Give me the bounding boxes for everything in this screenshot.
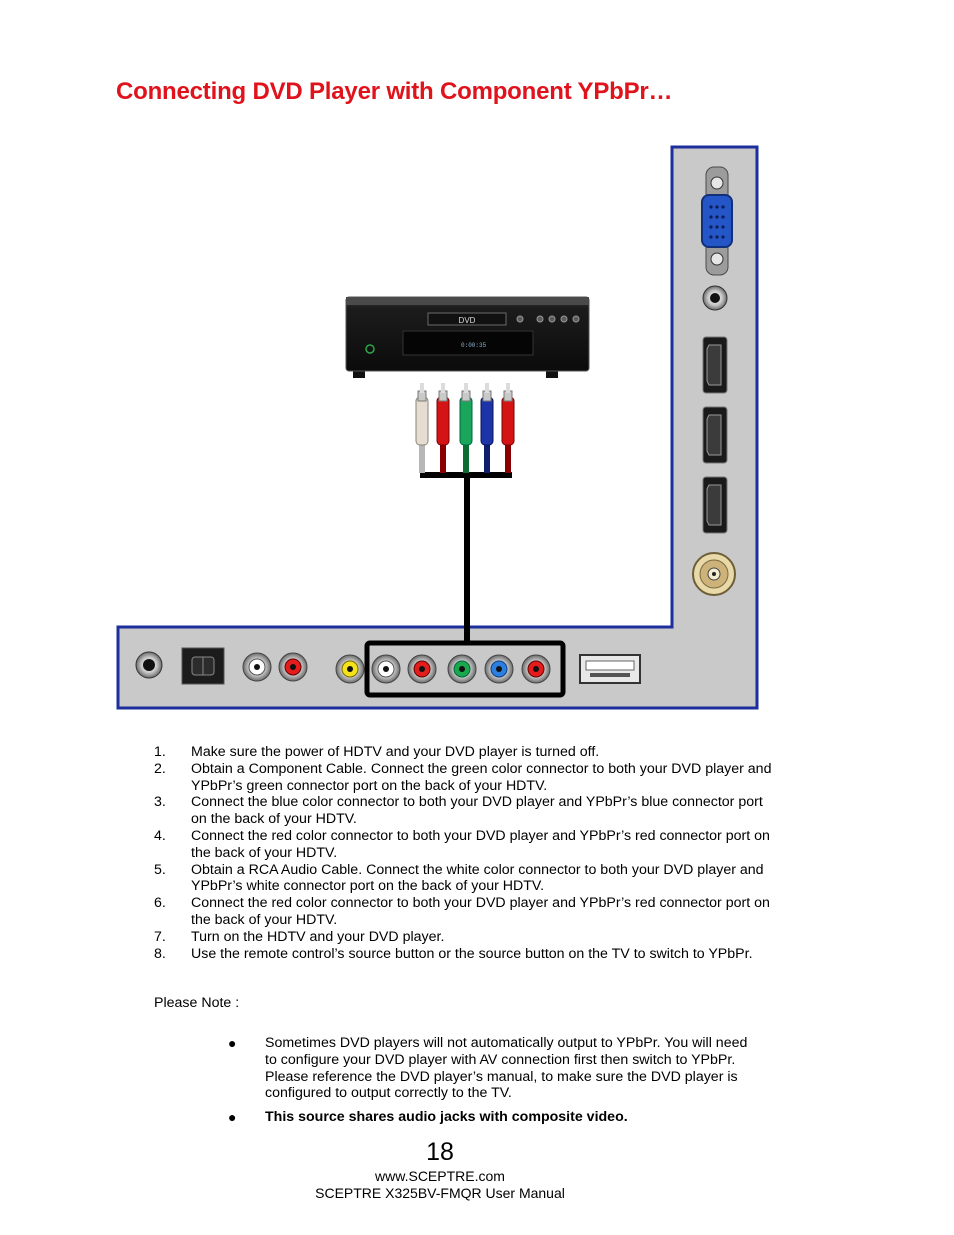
note-label: Please Note :: [154, 995, 240, 1011]
component-y-green-icon: [447, 654, 477, 684]
component-audio-white-icon: [371, 654, 401, 684]
hdmi-port-3-icon: [702, 476, 728, 534]
dvd-display-readout: 0:00:35: [461, 342, 487, 349]
optical-port-icon: [181, 647, 225, 685]
rca-plug-red-pr-icon: [501, 383, 515, 473]
usb-port-icon: [579, 654, 641, 684]
headphone-jack-icon: [135, 651, 163, 679]
footer-url: www.SCEPTRE.com: [375, 1168, 505, 1184]
page-number: 18: [426, 1138, 454, 1166]
notes-list: ●Sometimes DVD players will not automati…: [228, 1035, 748, 1133]
rca-plug-white-icon: [415, 383, 429, 473]
list-item: 6.Connect the red color connector to bot…: [154, 895, 770, 928]
component-pb-blue-icon: [484, 654, 514, 684]
list-item: 4.Connect the red color connector to bot…: [154, 827, 770, 861]
rca-plug-green-icon: [459, 383, 473, 473]
list-item: ●Sometimes DVD players will not automati…: [228, 1035, 748, 1102]
page-title: Connecting DVD Player with Component YPb…: [116, 78, 673, 105]
rca-plug-blue-icon: [480, 383, 494, 473]
component-audio-red-icon: [407, 654, 437, 684]
list-item: ●This source shares audio jacks with com…: [228, 1109, 628, 1126]
instruction-steps: 1.Make sure the power of HDTV and your D…: [154, 744, 774, 962]
hdmi-port-2-icon: [702, 406, 728, 464]
rca-audio-red-icon: [278, 652, 308, 682]
list-item: 3.Connect the blue color connector to bo…: [154, 794, 763, 828]
rca-plug-red-audio-icon: [436, 383, 450, 473]
list-item: 2.Obtain a Component Cable. Connect the …: [154, 760, 772, 794]
list-item: 8.Use the remote control’s source button…: [154, 945, 753, 962]
composite-video-yellow-icon: [335, 654, 365, 684]
vga-port-icon: [701, 166, 733, 276]
dvd-player-icon: DVD 0:00:35: [345, 296, 590, 378]
component-pr-red-icon: [521, 654, 551, 684]
rca-audio-white-icon: [242, 652, 272, 682]
coax-antenna-port-icon: [692, 552, 736, 596]
connection-diagram: DVD 0:00:35: [116, 145, 759, 710]
bullet-icon: ●: [228, 1035, 237, 1051]
audio-jack-icon: [702, 285, 728, 311]
footer-manual-title: SCEPTRE X325BV-FMQR User Manual: [315, 1185, 565, 1201]
list-item: 5.Obtain a RCA Audio Cable. Connect the …: [154, 861, 764, 895]
list-item: 1.Make sure the power of HDTV and your D…: [154, 744, 600, 760]
hdmi-port-1-icon: [702, 336, 728, 394]
list-item: 7.Turn on the HDTV and your DVD player.: [154, 928, 445, 945]
dvd-label: DVD: [459, 316, 476, 325]
bullet-icon: ●: [228, 1109, 237, 1126]
